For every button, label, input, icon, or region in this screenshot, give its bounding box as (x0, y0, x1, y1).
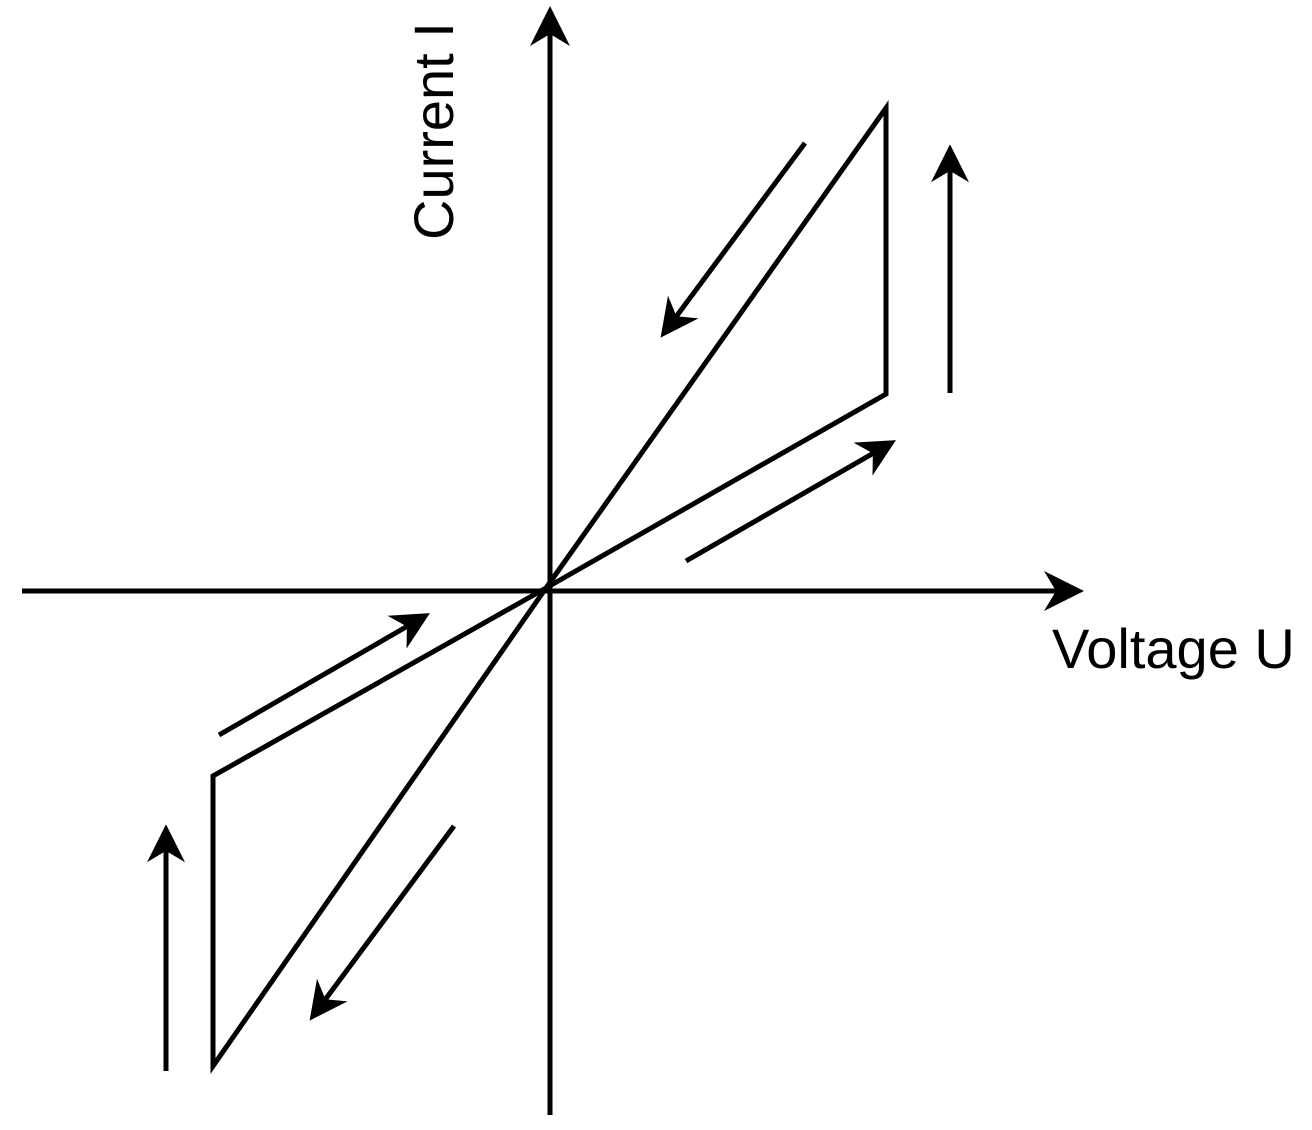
arrow-down-left-lower (309, 824, 457, 1021)
y-axis-label: Current I (402, 22, 465, 240)
arrow-up-right-diagonal-lower (217, 613, 430, 738)
arrow-down-left-upper (660, 141, 808, 338)
upper-loop-curve (543, 100, 889, 591)
lower-loop-curve (210, 585, 549, 1074)
arrow-up-right-diagonal-upper (684, 440, 896, 564)
x-axis-label: Voltage U (1052, 617, 1295, 680)
